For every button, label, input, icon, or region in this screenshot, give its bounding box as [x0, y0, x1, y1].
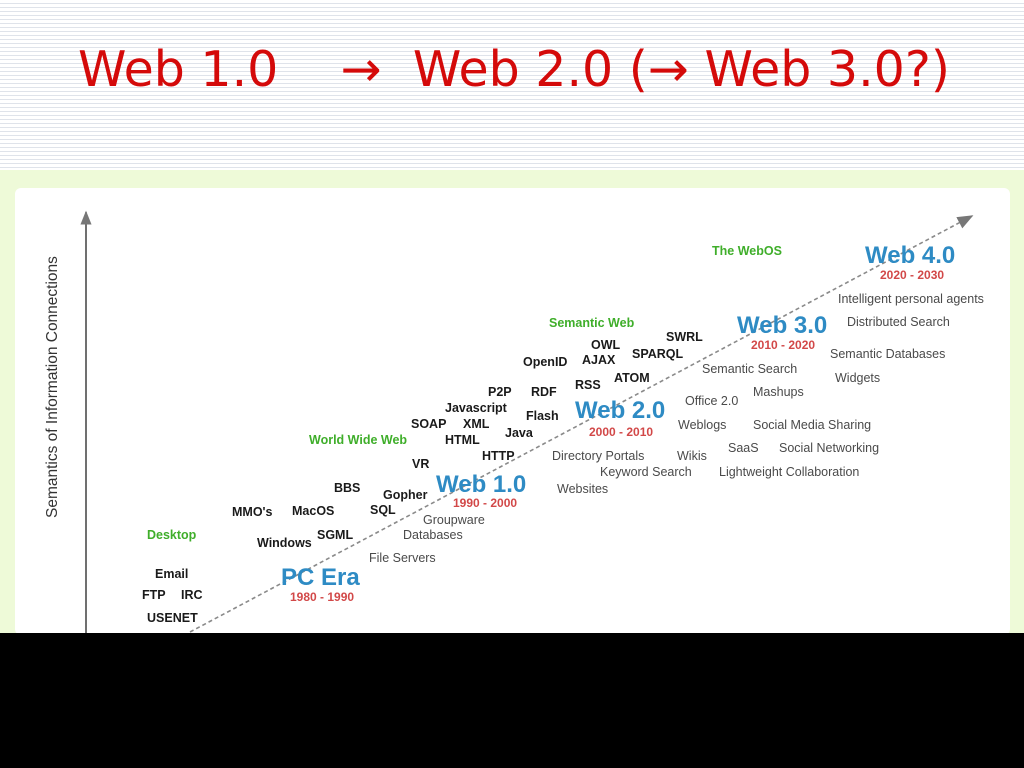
tech-email: Email — [155, 567, 188, 581]
tech-atom: ATOM — [614, 371, 650, 385]
tech-irc: IRC — [181, 588, 203, 602]
app-websites: Websites — [557, 482, 608, 496]
era-pc-years: 1980 - 1990 — [290, 590, 354, 604]
app-keyword-search: Keyword Search — [600, 465, 692, 479]
era-web4-years: 2020 - 2030 — [880, 268, 944, 282]
title-part-web1: Web 1.0 — [78, 41, 279, 98]
tech-mmos: MMO's — [232, 505, 273, 519]
tech-vr: VR — [412, 457, 429, 471]
app-widgets: Widgets — [835, 371, 880, 385]
tech-openid: OpenID — [523, 355, 567, 369]
app-saas: SaaS — [728, 441, 759, 455]
category-the-webos: The WebOS — [712, 244, 782, 258]
app-groupware: Groupware — [423, 513, 485, 527]
tech-macos: MacOS — [292, 504, 334, 518]
app-databases: Databases — [403, 528, 463, 542]
footer-bar — [0, 633, 1024, 768]
app-distributed-search: Distributed Search — [847, 315, 950, 329]
era-web2-name: Web 2.0 — [575, 397, 665, 424]
tech-windows: Windows — [257, 536, 312, 550]
tech-http: HTTP — [482, 449, 515, 463]
tech-ajax: AJAX — [582, 353, 616, 367]
diagram-card — [15, 188, 1010, 635]
app-semantic-search: Semantic Search — [702, 362, 797, 376]
tech-flash: Flash — [526, 409, 559, 423]
tech-ftp: FTP — [142, 588, 166, 602]
app-wikis: Wikis — [677, 449, 707, 463]
era-web1-name: Web 1.0 — [436, 471, 526, 498]
era-web3-years: 2010 - 2020 — [751, 338, 815, 352]
header-stripes — [0, 0, 1024, 170]
y-axis-label: Semantics of Information Connections — [44, 256, 61, 518]
tech-sgml: SGML — [317, 528, 353, 542]
tech-javascript: Javascript — [445, 401, 508, 415]
tech-sql: SQL — [370, 503, 396, 517]
tech-html: HTML — [445, 433, 480, 447]
era-pc-name: PC Era — [281, 564, 360, 591]
tech-rdf: RDF — [531, 385, 557, 399]
tech-p2p: P2P — [488, 385, 512, 399]
era-web2-years: 2000 - 2010 — [589, 425, 653, 439]
app-social-media-sharing: Social Media Sharing — [753, 418, 871, 432]
era-web3-name: Web 3.0 — [737, 312, 827, 339]
tech-rss: RSS — [575, 378, 601, 392]
title-arrow: → — [340, 41, 382, 98]
tech-java: Java — [505, 426, 534, 440]
app-intelligent-personal-agents: Intelligent personal agents — [838, 292, 984, 306]
app-directory-portals: Directory Portals — [552, 449, 644, 463]
app-weblogs: Weblogs — [678, 418, 726, 432]
progression-arrow — [189, 215, 974, 633]
app-lightweight-collaboration: Lightweight Collaboration — [719, 465, 859, 479]
tech-gopher: Gopher — [383, 488, 428, 502]
era-web4-name: Web 4.0 — [865, 242, 955, 269]
tech-usenet: USENET — [147, 611, 198, 625]
tech-owl: OWL — [591, 338, 621, 352]
category-desktop: Desktop — [147, 528, 197, 542]
app-mashups: Mashups — [753, 385, 804, 399]
tech-xml: XML — [463, 417, 490, 431]
title-part-web2: Web 2.0 (→ Web 3.0?) — [412, 41, 950, 98]
app-file-servers: File Servers — [369, 551, 436, 565]
tech-sparql: SPARQL — [632, 347, 684, 361]
app-social-networking: Social Networking — [779, 441, 879, 455]
slide-title: Web 1.0 → Web 2.0 (→ Web 3.0?) — [78, 40, 978, 100]
app-office-2: Office 2.0 — [685, 394, 738, 408]
category-world-wide-web: World Wide Web — [309, 433, 407, 447]
tech-soap: SOAP — [411, 417, 446, 431]
category-semantic-web: Semantic Web — [549, 316, 635, 330]
tech-swrl: SWRL — [666, 330, 703, 344]
app-semantic-databases: Semantic Databases — [830, 347, 945, 361]
era-web1-years: 1990 - 2000 — [453, 496, 517, 510]
tech-bbs: BBS — [334, 481, 360, 495]
